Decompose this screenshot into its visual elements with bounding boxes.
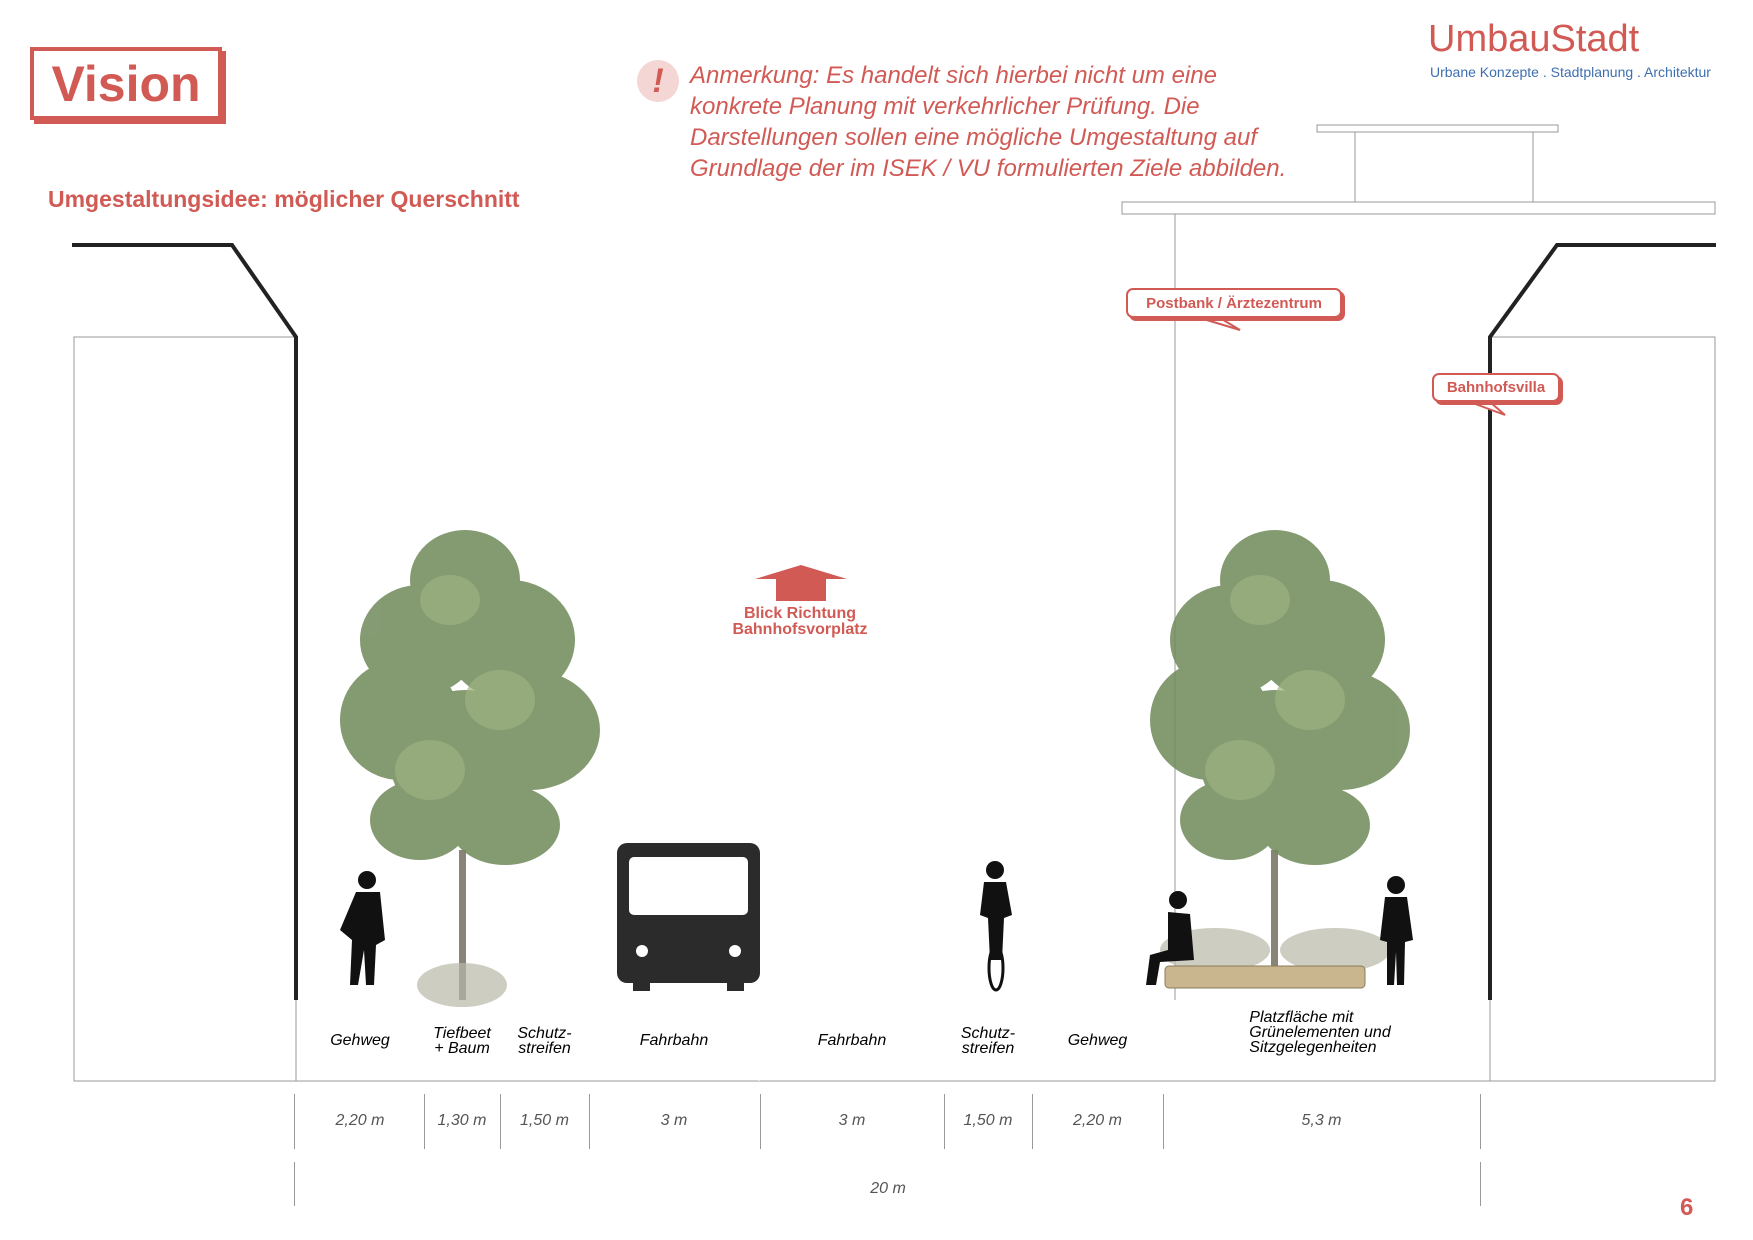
total-width-label: 20 m — [870, 1180, 906, 1197]
dimension-tick — [1480, 1094, 1481, 1149]
brand-tagline: Urbane Konzepte . Stadtplanung . Archite… — [1430, 64, 1711, 80]
segment-tiefbeet: Tiefbeet + Baum — [424, 1000, 500, 1081]
view-direction-arrow — [755, 565, 847, 601]
segment-label: Schutz- streifen — [960, 1024, 1016, 1057]
callout-postbank: Postbank / Ärztezentrum — [1126, 288, 1342, 318]
segment-label: Platzfläche mit Grünelementen und Sitzge… — [1249, 1009, 1391, 1056]
view-direction-line: Blick Richtung — [743, 605, 856, 622]
dimension-label: 2,20 m — [335, 1112, 385, 1129]
right-building — [1121, 124, 1716, 1000]
segment-platzflaeche: Platzfläche mit Grünelementen und Sitzge… — [1163, 1000, 1477, 1081]
segment-label: Tiefbeet + Baum — [433, 1024, 491, 1057]
dimension-tick — [424, 1094, 425, 1149]
dimension-label: 3 m — [838, 1112, 866, 1129]
dimension-label: 3 m — [660, 1112, 688, 1129]
dimension-tick — [944, 1094, 945, 1149]
exclamation-icon: ! — [637, 60, 679, 102]
vision-badge: Vision — [30, 47, 222, 120]
note-line: Anmerkung: Es handelt sich hierbei nicht… — [690, 62, 1217, 89]
segment-fahrbahn-left: Fahrbahn — [589, 1000, 759, 1081]
dimension-label: 1,50 m — [963, 1112, 1013, 1129]
note-line: Darstellungen sollen eine mögliche Umges… — [690, 124, 1257, 151]
dimension-tick — [589, 1094, 590, 1149]
villa-building — [1488, 243, 1716, 1082]
view-direction-line: Bahnhofsvorplatz — [732, 621, 868, 638]
disclaimer-note: Anmerkung: Es handelt sich hierbei nicht… — [690, 60, 1330, 184]
segment-fahrbahn-right: Fahrbahn — [760, 1000, 944, 1081]
view-direction-label: Blick Richtung Bahnhofsvorplatz — [700, 606, 900, 638]
segment-label: Fahrbahn — [817, 1032, 887, 1049]
brand-logo: UmbauStadt — [1428, 18, 1640, 60]
dimension-tick — [1163, 1094, 1164, 1149]
tree-left — [340, 530, 600, 1007]
total-dimension-tick — [1480, 1162, 1481, 1206]
pedestrian-icon — [340, 871, 385, 985]
segment-label: Gehweg — [330, 1032, 390, 1049]
bus-icon — [617, 843, 760, 991]
planter-bench — [1164, 965, 1366, 989]
tree-right — [1150, 530, 1410, 975]
segment-gehweg-right: Gehweg — [1032, 1000, 1163, 1081]
segment-gehweg-left: Gehweg — [296, 1000, 424, 1081]
left-building — [72, 243, 298, 1082]
page-number: 6 — [1680, 1194, 1694, 1221]
dimension-label: 1,30 m — [437, 1112, 487, 1129]
dimension-tick — [500, 1094, 501, 1149]
segment-label: Schutz- streifen — [517, 1024, 572, 1057]
segment-label: Gehweg — [1067, 1032, 1128, 1049]
callout-bahnhofsvilla: Bahnhofsvilla — [1432, 373, 1560, 402]
dimension-label: 1,50 m — [520, 1112, 569, 1129]
total-dimension-tick — [294, 1162, 295, 1206]
note-line: Grundlage der im ISEK / VU formulierten … — [690, 155, 1287, 182]
dimension-tick — [1032, 1094, 1033, 1149]
vision-label: Vision — [51, 55, 201, 112]
dimension-label: 2,20 m — [1073, 1112, 1122, 1129]
segment-schutzstreifen-left: Schutz- streifen — [500, 1000, 589, 1081]
segment-label: Fahrbahn — [639, 1032, 709, 1049]
segment-schutzstreifen-right: Schutz- streifen — [944, 1000, 1032, 1081]
dimension-label: 5,3 m — [1301, 1112, 1342, 1129]
sitting-person-icon — [1146, 891, 1194, 985]
pedestrian-icon — [1380, 876, 1413, 985]
dimension-tick — [760, 1094, 761, 1149]
dimension-tick — [294, 1094, 295, 1149]
note-line: konkrete Planung mit verkehrlicher Prüfu… — [690, 93, 1200, 120]
cyclist-icon — [980, 861, 1012, 992]
section-subtitle: Umgestaltungsidee: möglicher Querschnitt — [48, 186, 520, 212]
